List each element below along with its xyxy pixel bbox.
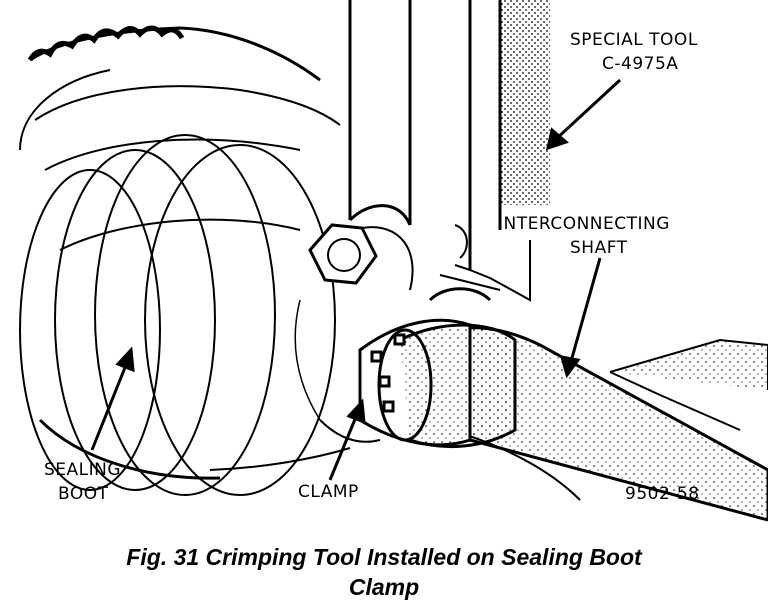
sealing-boot-drawing	[19, 25, 381, 496]
special-tool-label-line2: C-4975A	[602, 54, 679, 74]
leader-lines	[90, 78, 622, 481]
special-tool-label-line1: SPECIAL TOOL	[570, 30, 698, 50]
sealing-boot-label-line1: SEALING	[44, 460, 122, 480]
clamp-drawing	[358, 287, 517, 448]
clamp-label: CLAMP	[298, 482, 359, 502]
figure-number: 9502-58	[625, 484, 700, 504]
crimping-tool-drawing	[308, 0, 550, 302]
illustration	[19, 0, 768, 522]
figure-caption-line2: Clamp	[348, 574, 420, 600]
figure-caption-line1: Fig. 31 Crimping Tool Installed on Seali…	[126, 544, 642, 570]
sealing-boot-label-line2: BOOT	[58, 484, 109, 504]
shaft-label-line2: SHAFT	[570, 238, 628, 258]
shaft-label-line1: INTERCONNECTING	[498, 214, 670, 234]
